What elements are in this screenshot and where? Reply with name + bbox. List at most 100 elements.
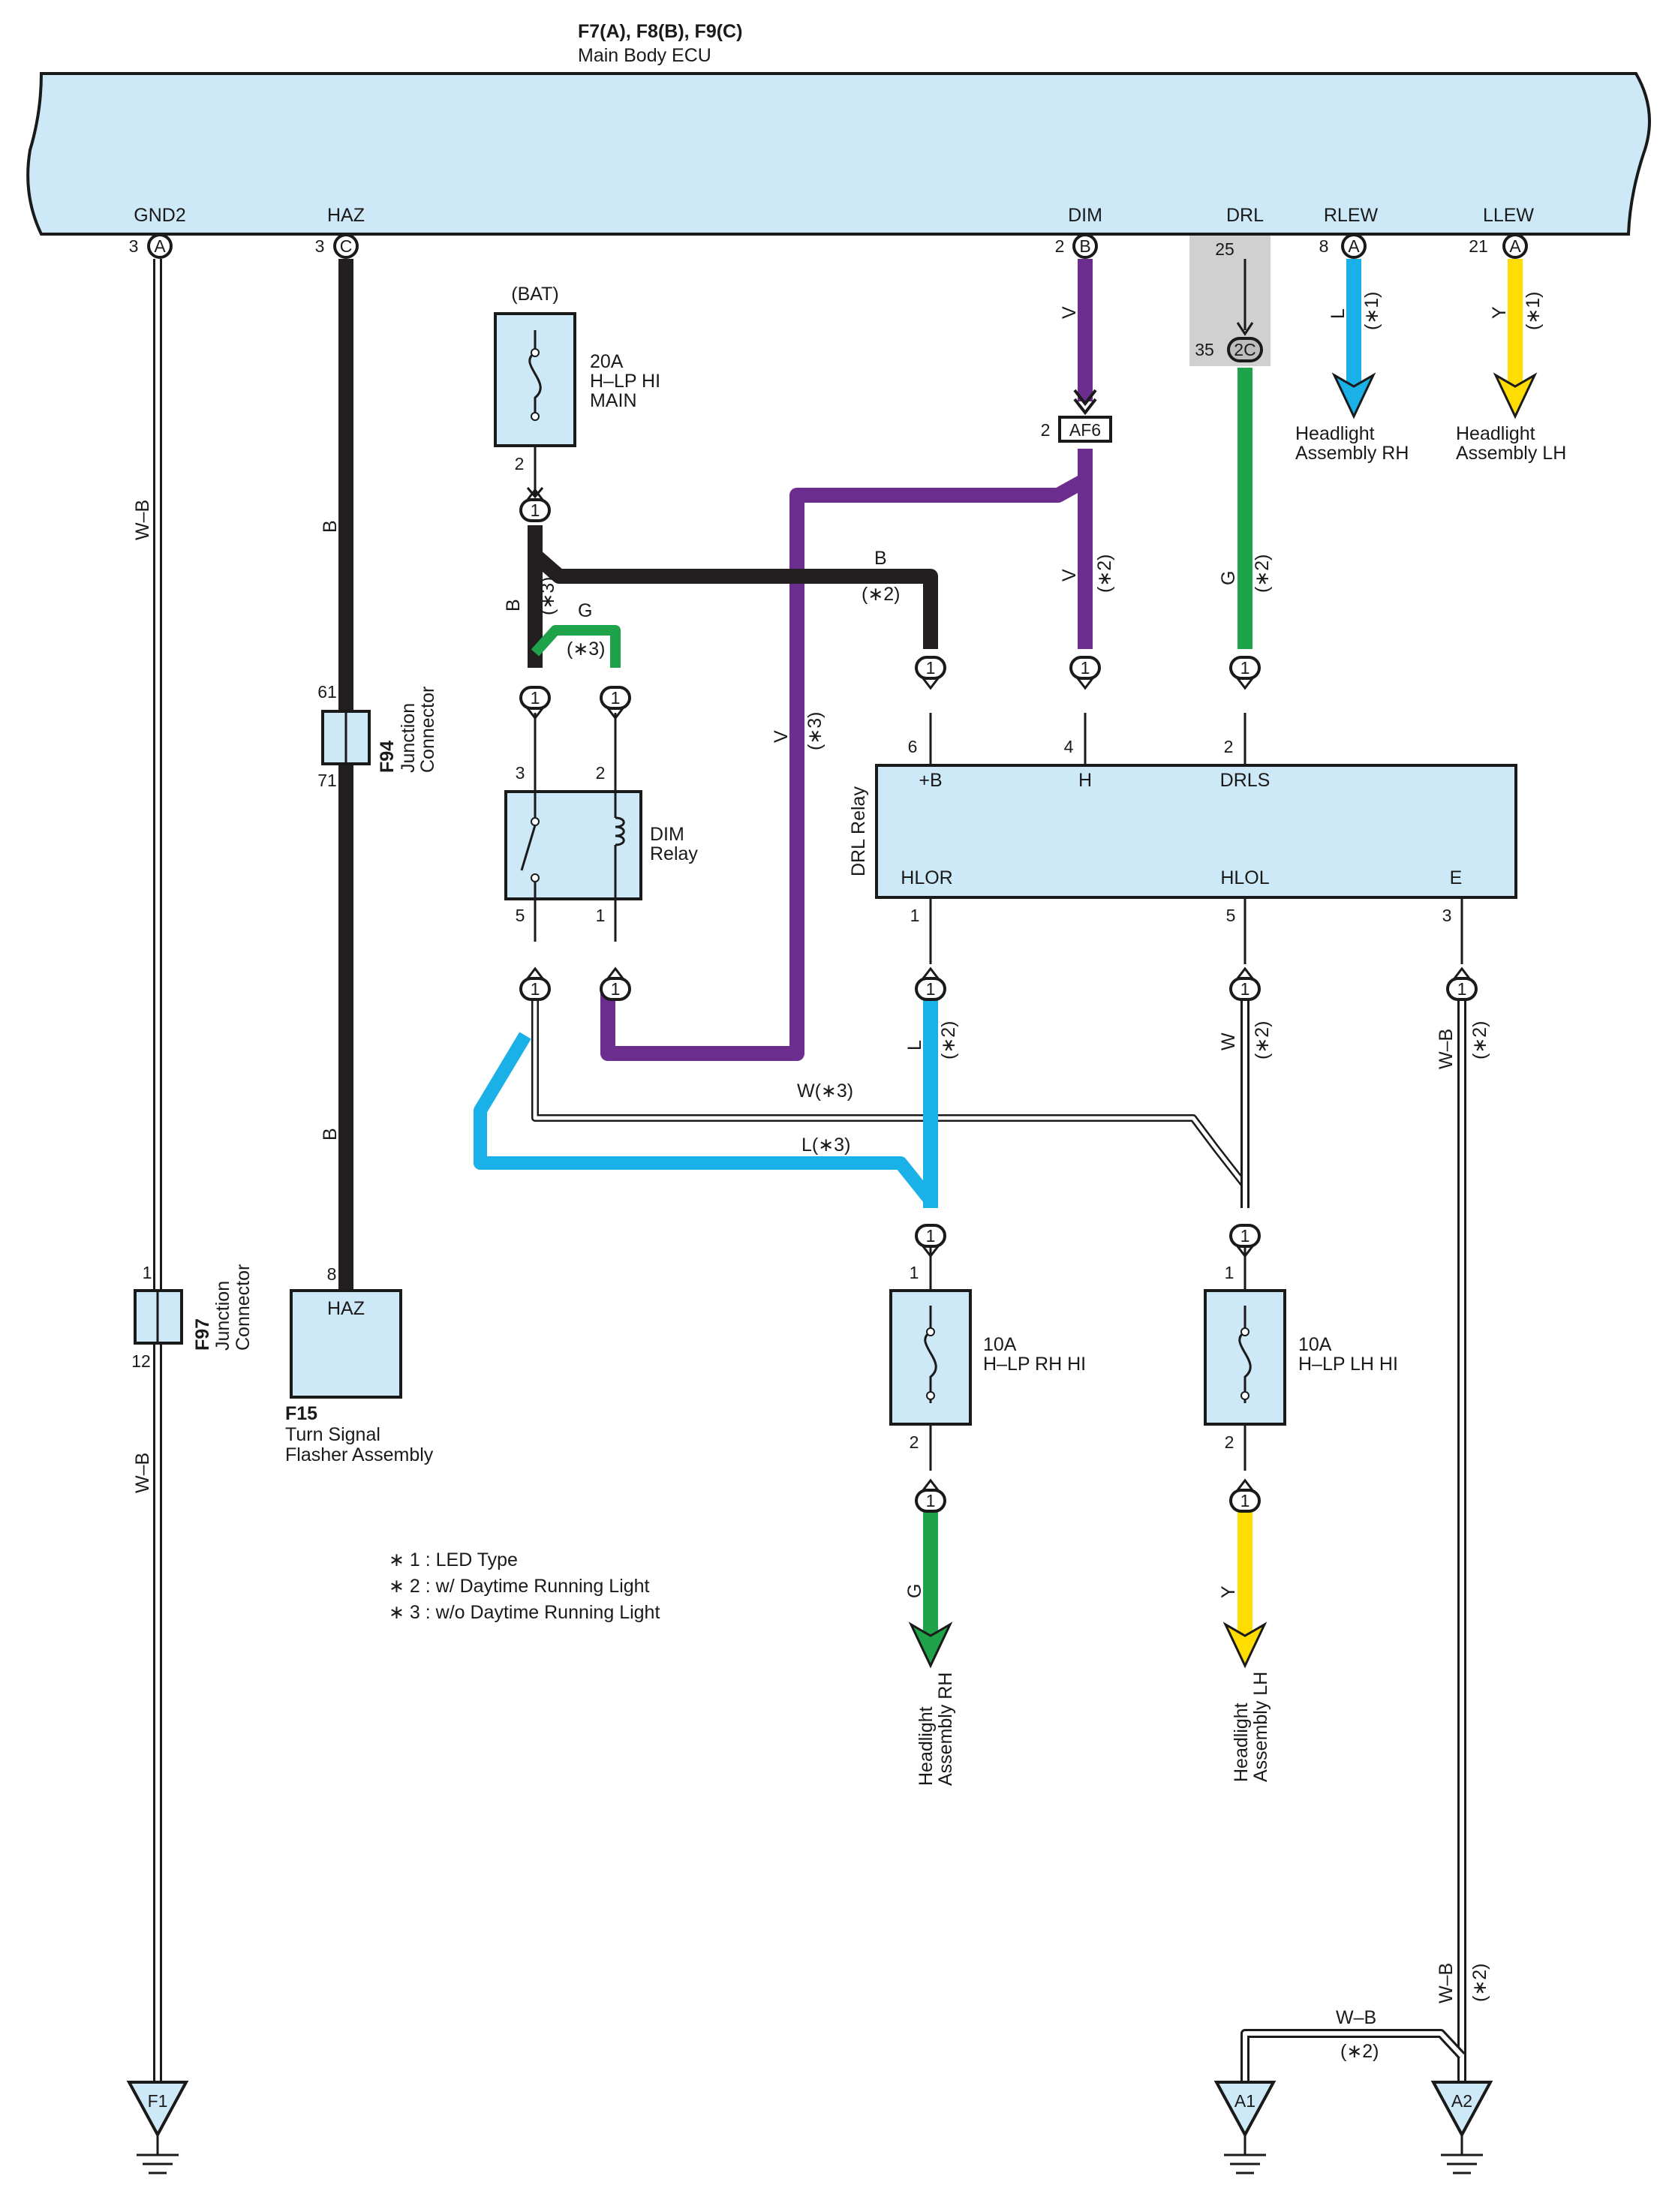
svg-text:H–LP RH HI: H–LP RH HI (983, 1354, 1086, 1375)
ecu-pin-gnd2: GND2 (134, 205, 185, 226)
svg-text:2: 2 (1224, 737, 1234, 756)
svg-text:A: A (1509, 236, 1521, 256)
svg-text:F15: F15 (285, 1403, 317, 1424)
svg-text:W–B: W–B (1436, 1029, 1457, 1069)
svg-text:Y: Y (1218, 1585, 1239, 1598)
svg-text:W–B: W–B (1436, 1963, 1457, 2003)
llew-arrow (1493, 372, 1538, 419)
junction-f97: 1 12 F97 Junction Connector (131, 1263, 254, 1371)
svg-text:V: V (771, 730, 792, 743)
svg-text:HLOL: HLOL (1220, 867, 1269, 888)
ecu-pin-drl: DRL (1226, 205, 1264, 226)
svg-text:(∗1): (∗1) (1523, 291, 1544, 330)
ecu-pin-llew: LLEW (1483, 205, 1534, 226)
ecu-pin-markers: A 3 C 3 B 2 25 A 8 A 21 (129, 233, 1528, 259)
svg-text:12: 12 (131, 1351, 151, 1371)
svg-text:6: 6 (908, 737, 918, 756)
svg-text:2: 2 (1225, 1432, 1234, 1452)
svg-text:F94: F94 (377, 741, 398, 773)
svg-text:8: 8 (327, 1264, 337, 1284)
svg-text:3: 3 (315, 236, 325, 256)
headlight-lh-bottom-2: Assembly LH (1250, 1672, 1271, 1782)
svg-text:25: 25 (1215, 239, 1234, 259)
svg-text:(∗2): (∗2) (1469, 1963, 1490, 2002)
svg-text:Connector: Connector (417, 687, 438, 773)
note-1: ∗ 1 : LED Type (389, 1549, 518, 1570)
svg-text:H: H (1078, 770, 1092, 791)
svg-text:H–LP LH HI: H–LP LH HI (1298, 1354, 1398, 1375)
svg-text:E: E (1450, 867, 1463, 888)
svg-text:(∗2): (∗2) (1340, 2041, 1379, 2062)
connector-af6: AF6 2 (1041, 389, 1112, 443)
fuse-rh: 10A H–LP RH HI 1 2 (889, 1263, 1086, 1452)
svg-text:C: C (340, 236, 353, 256)
svg-text:21: 21 (1469, 236, 1488, 256)
svg-text:Y: Y (1489, 306, 1510, 319)
svg-text:(∗2): (∗2) (1469, 1020, 1490, 1059)
svg-text:2: 2 (515, 454, 525, 473)
wire-main-b (528, 525, 938, 668)
headlight-lh-top-1: Headlight (1456, 423, 1535, 444)
svg-text:(∗2): (∗2) (862, 584, 901, 605)
svg-text:HAZ: HAZ (327, 1298, 365, 1319)
svg-text:A: A (1348, 236, 1360, 256)
ground-a2: A2 (1430, 2081, 1493, 2174)
ecu-name: Main Body ECU (578, 45, 711, 66)
dim-relay: DIM Relay 3 2 5 1 (504, 763, 698, 925)
main-body-ecu: F7(A), F8(B), F9(C) Main Body ECU GND2 H… (26, 21, 1651, 236)
svg-text:W(∗3): W(∗3) (797, 1080, 853, 1101)
svg-text:A1: A1 (1234, 2091, 1256, 2111)
svg-text:Junction: Junction (212, 1281, 233, 1351)
ground-f1: F1 (126, 2081, 189, 2174)
svg-text:2: 2 (1055, 236, 1065, 256)
svg-text:Flasher Assembly: Flasher Assembly (285, 1444, 434, 1465)
ground-a1: A1 (1213, 2081, 1277, 2174)
headlight-lh-bottom-1: Headlight (1231, 1703, 1252, 1782)
svg-text:Junction: Junction (398, 703, 419, 773)
footnotes: ∗ 1 : LED Type ∗ 2 : w/ Daytime Running … (389, 1549, 660, 1623)
headlight-lh-arrow (1222, 1621, 1268, 1669)
svg-text:(∗2): (∗2) (938, 1020, 959, 1059)
svg-text:71: 71 (317, 771, 337, 790)
fuse-main: (BAT) 20A H–LP HI MAIN 2 (494, 284, 660, 473)
svg-text:+B: +B (919, 770, 942, 791)
svg-text:MAIN: MAIN (590, 390, 637, 411)
ecu-pin-haz: HAZ (327, 205, 365, 226)
ecu-connectors: F7(A), F8(B), F9(C) (578, 21, 742, 42)
svg-text:B: B (874, 548, 887, 569)
svg-text:Turn Signal: Turn Signal (285, 1424, 380, 1445)
headlight-rh-bottom-1: Headlight (916, 1706, 937, 1786)
bat-label: (BAT) (511, 284, 558, 305)
svg-text:1: 1 (143, 1263, 152, 1282)
svg-text:1: 1 (596, 906, 606, 925)
svg-text:2: 2 (596, 763, 606, 783)
svg-text:(∗2): (∗2) (1094, 554, 1115, 593)
svg-text:20A: 20A (590, 351, 624, 372)
svg-text:8: 8 (1319, 236, 1329, 256)
connectors-1 (519, 487, 1478, 1513)
svg-text:5: 5 (1226, 906, 1236, 925)
svg-text:(∗1): (∗1) (1361, 291, 1382, 330)
svg-text:(∗2): (∗2) (1252, 1020, 1273, 1059)
wire-w3 (531, 998, 1248, 1189)
headlight-lh-top-2: Assembly LH (1456, 443, 1566, 464)
note-2: ∗ 2 : w/ Daytime Running Light (389, 1576, 650, 1597)
wire-dim-relay-g (531, 625, 621, 668)
svg-text:F1: F1 (148, 2091, 168, 2111)
headlight-rh-bottom-2: Assembly RH (935, 1673, 956, 1786)
svg-text:2: 2 (910, 1432, 919, 1452)
svg-text:B: B (320, 520, 341, 533)
svg-text:35: 35 (1195, 340, 1214, 359)
svg-text:10A: 10A (983, 1334, 1017, 1355)
svg-text:G: G (1218, 571, 1239, 585)
svg-text:1: 1 (1225, 1263, 1234, 1282)
wire-labels: W–B W–B B B V V (∗2) V (∗3) G (∗2) L (∗1… (132, 291, 1544, 2062)
svg-text:G: G (904, 1584, 925, 1598)
svg-text:L(∗3): L(∗3) (801, 1135, 850, 1156)
rlew-arrow (1331, 372, 1376, 419)
svg-text:V: V (1059, 569, 1080, 582)
svg-text:DRLS: DRLS (1220, 770, 1271, 791)
svg-text:AF6: AF6 (1069, 420, 1101, 440)
svg-text:W–B: W–B (132, 1453, 153, 1493)
svg-text:61: 61 (317, 682, 337, 702)
